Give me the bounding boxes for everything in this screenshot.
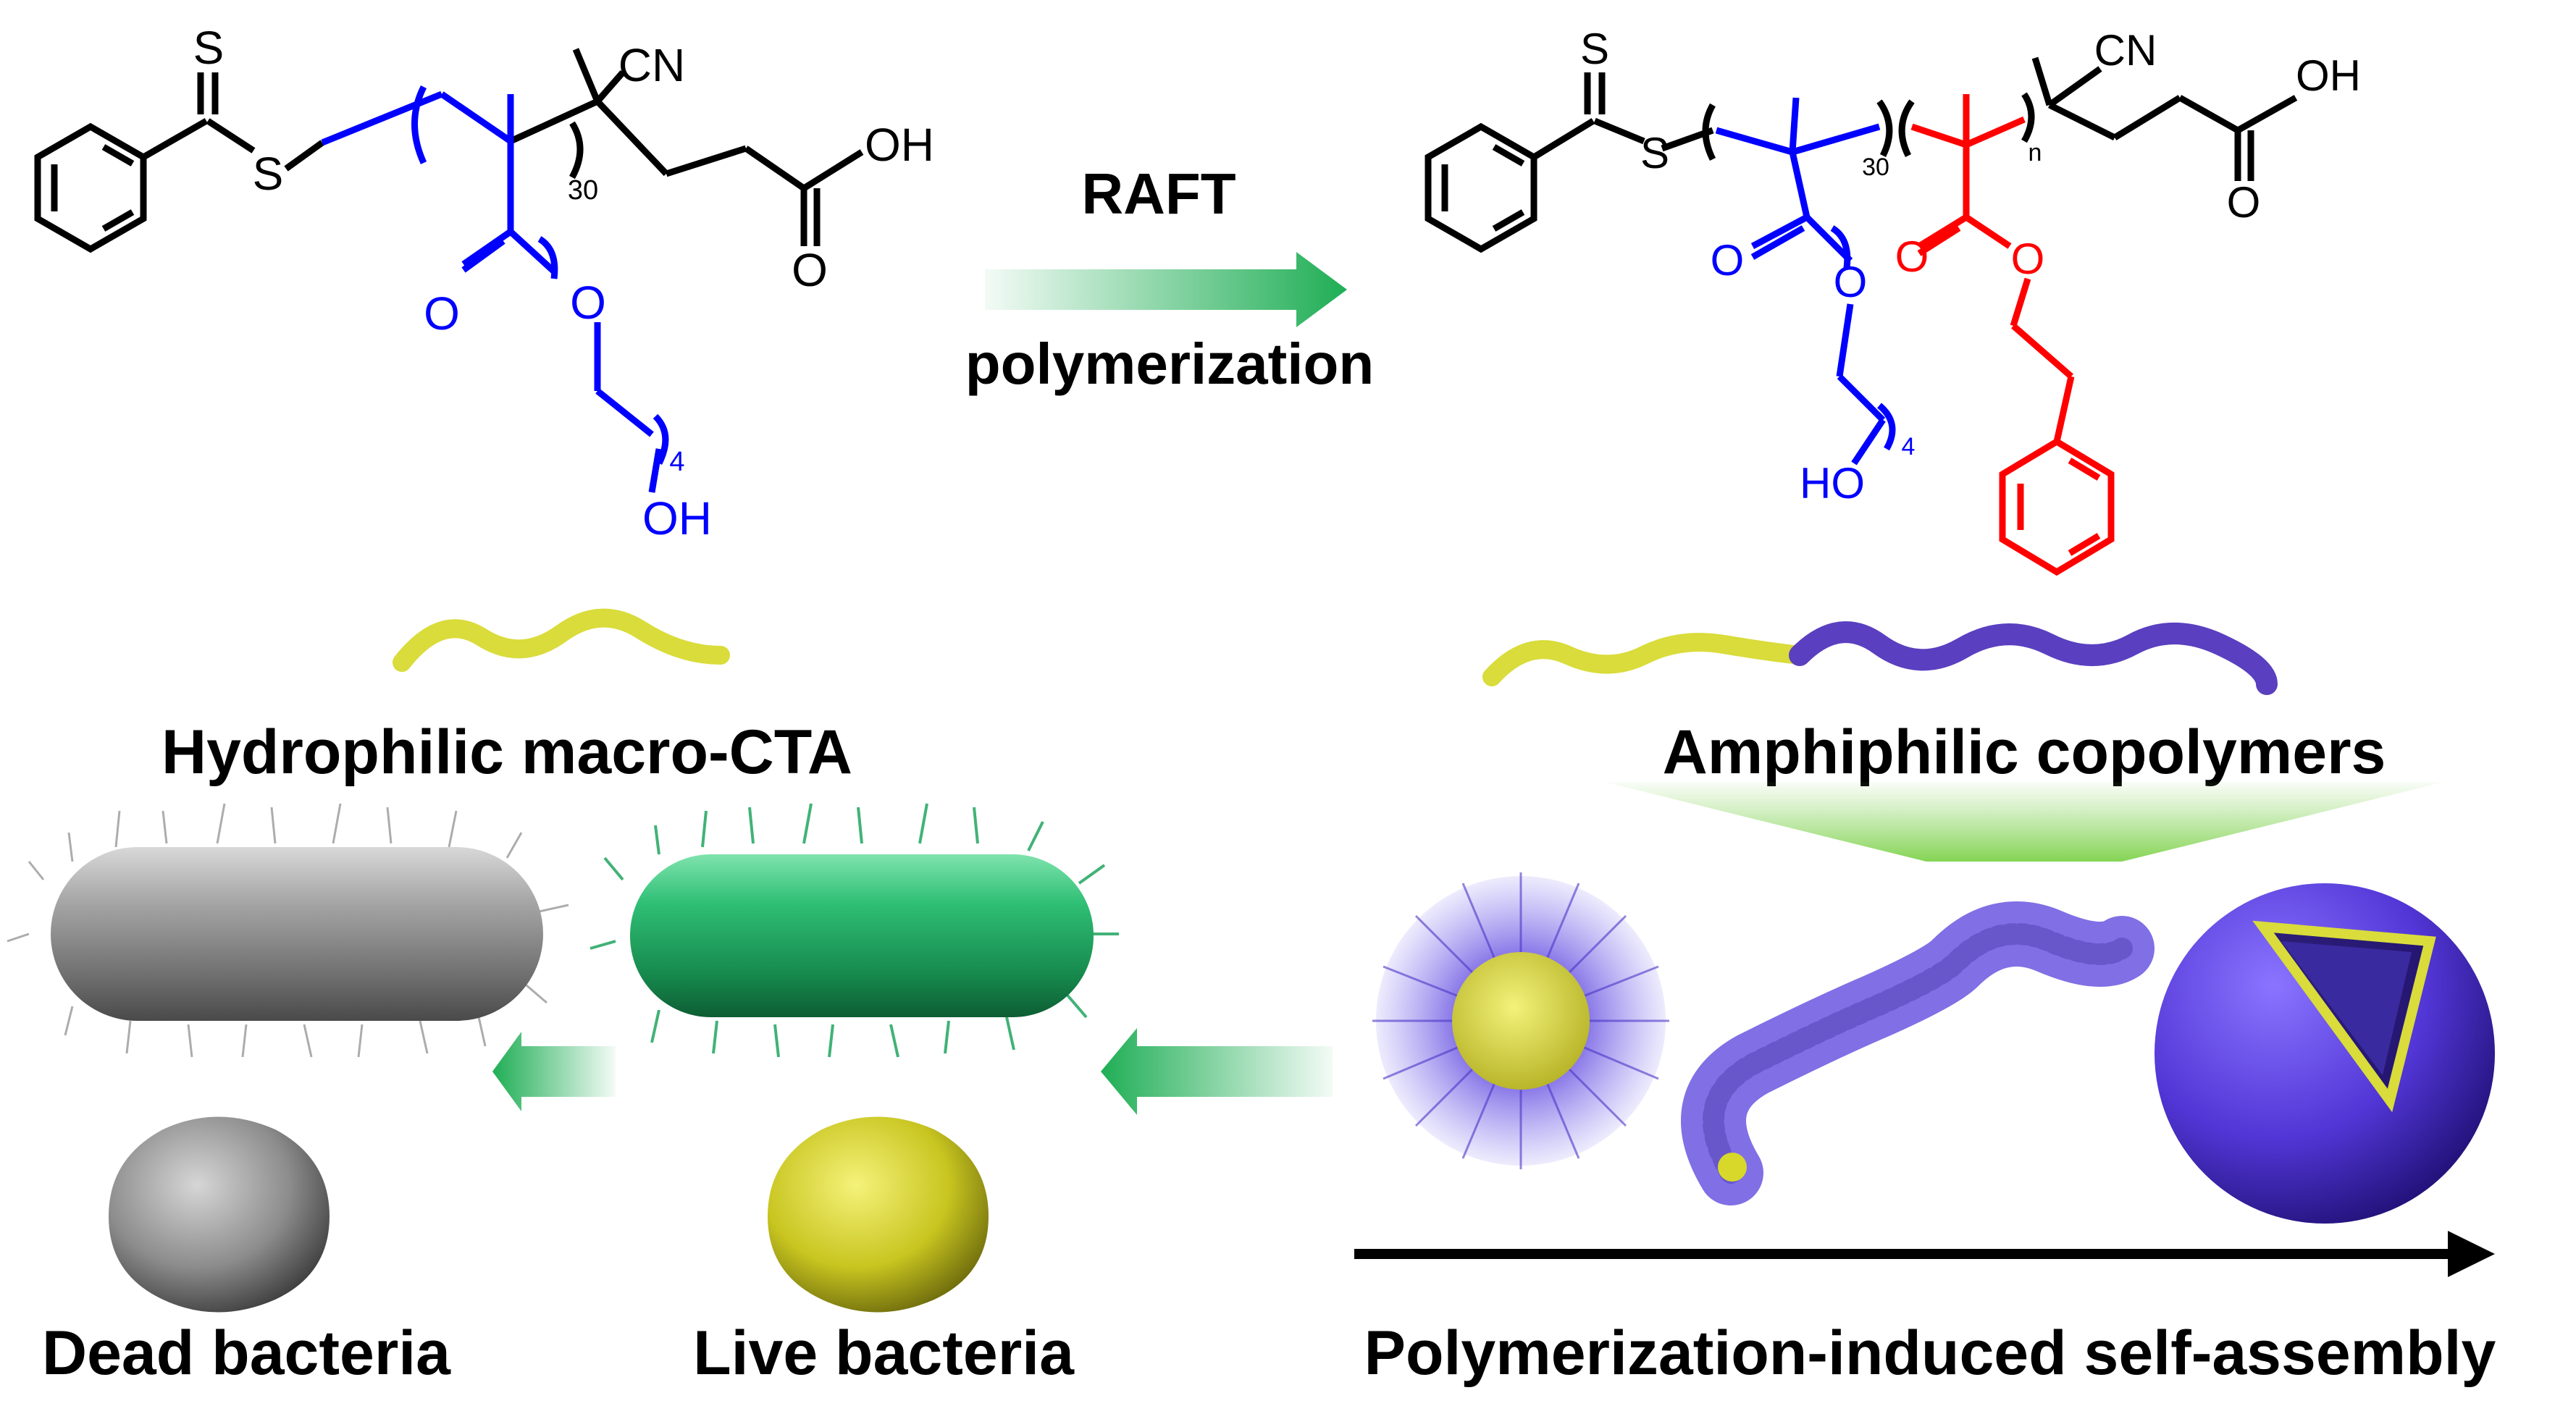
copoly-subscript-n: n [2029, 139, 2042, 167]
vesicle [2155, 883, 2495, 1224]
dead-bacteria-label: Dead bacteria [42, 1318, 451, 1388]
pisa-label: Polymerization-induced self-assembly [1364, 1318, 2496, 1388]
kill-arrow [492, 1032, 616, 1111]
copoly-ester1-carbonyl-o: O [1711, 236, 1745, 285]
ester-o: O [570, 277, 606, 329]
self-assembly-funnel-arrow [1604, 782, 2444, 862]
thione-s-atom: S [193, 22, 225, 74]
dead-rod-bacterium [7, 803, 569, 1058]
copoly-peg-subscript: 4 [1902, 433, 1916, 460]
peg-repeat-subscript: 4 [669, 447, 684, 477]
copoly-acid-oh: OH [2296, 51, 2361, 100]
copoly-thio-s: S [1640, 129, 1669, 177]
copolymer-label: Amphiphilic copolymers [1663, 717, 2386, 787]
copolymer-chain-cartoon [1482, 621, 2278, 695]
benzene-ring-left [34, 122, 147, 253]
raft-reaction-arrow: RAFT polymerization [965, 161, 1375, 396]
nitrile-group: CN [618, 39, 685, 91]
macro-cta-structure: S S CN OH O 30 O O 4 OH [34, 22, 934, 544]
thio-s-atom: S [253, 148, 284, 200]
peg-oh-group: OH [642, 492, 712, 544]
copolymer-structure: S S 30 n CN OH O O O 4 HO [1425, 25, 2361, 576]
copoly-acid-o: O [2227, 178, 2261, 227]
raft-label: RAFT [1081, 161, 1235, 226]
peg-methacrylate-unit [411, 85, 669, 493]
copoly-ester2-carbonyl-o: O [1895, 232, 1929, 281]
repeat-bracket-main [569, 121, 584, 180]
copoly-subscript-30: 30 [1862, 153, 1889, 181]
dead-coccus [109, 1116, 330, 1313]
worm-micelle [1681, 901, 2155, 1205]
copoly-thione-s: S [1580, 25, 1609, 73]
polymerization-label: polymerization [965, 332, 1375, 396]
copoly-nitrile: CN [2094, 26, 2157, 75]
copoly-ester2-o: O [2011, 235, 2045, 283]
pisa-axis-arrow [1354, 1231, 2495, 1277]
ester-carbonyl-o: O [424, 287, 460, 340]
live-rod-bacterium [590, 803, 1119, 1058]
benzene-ring-right [1425, 122, 1537, 253]
pisa-to-bacteria-arrow [1101, 1028, 1333, 1115]
copoly-peg-ho: HO [1800, 459, 1865, 508]
macro-cta-chain-cartoon [393, 608, 730, 672]
macro-cta-label: Hydrophilic macro-CTA [161, 717, 852, 787]
copoly-hydrophobic-block [1910, 94, 2115, 576]
live-bacteria-label: Live bacteria [693, 1318, 1075, 1388]
acid-oh-group: OH [865, 119, 934, 171]
live-coccus [768, 1116, 989, 1313]
repeat-subscript-30: 30 [568, 175, 598, 206]
copoly-hydrophilic-block [1715, 97, 1896, 466]
copoly-ester1-o: O [1834, 258, 1868, 306]
spherical-micelle [1372, 872, 1669, 1169]
reaction-arrow-shape [985, 252, 1347, 327]
acid-carbonyl-o: O [792, 244, 828, 296]
